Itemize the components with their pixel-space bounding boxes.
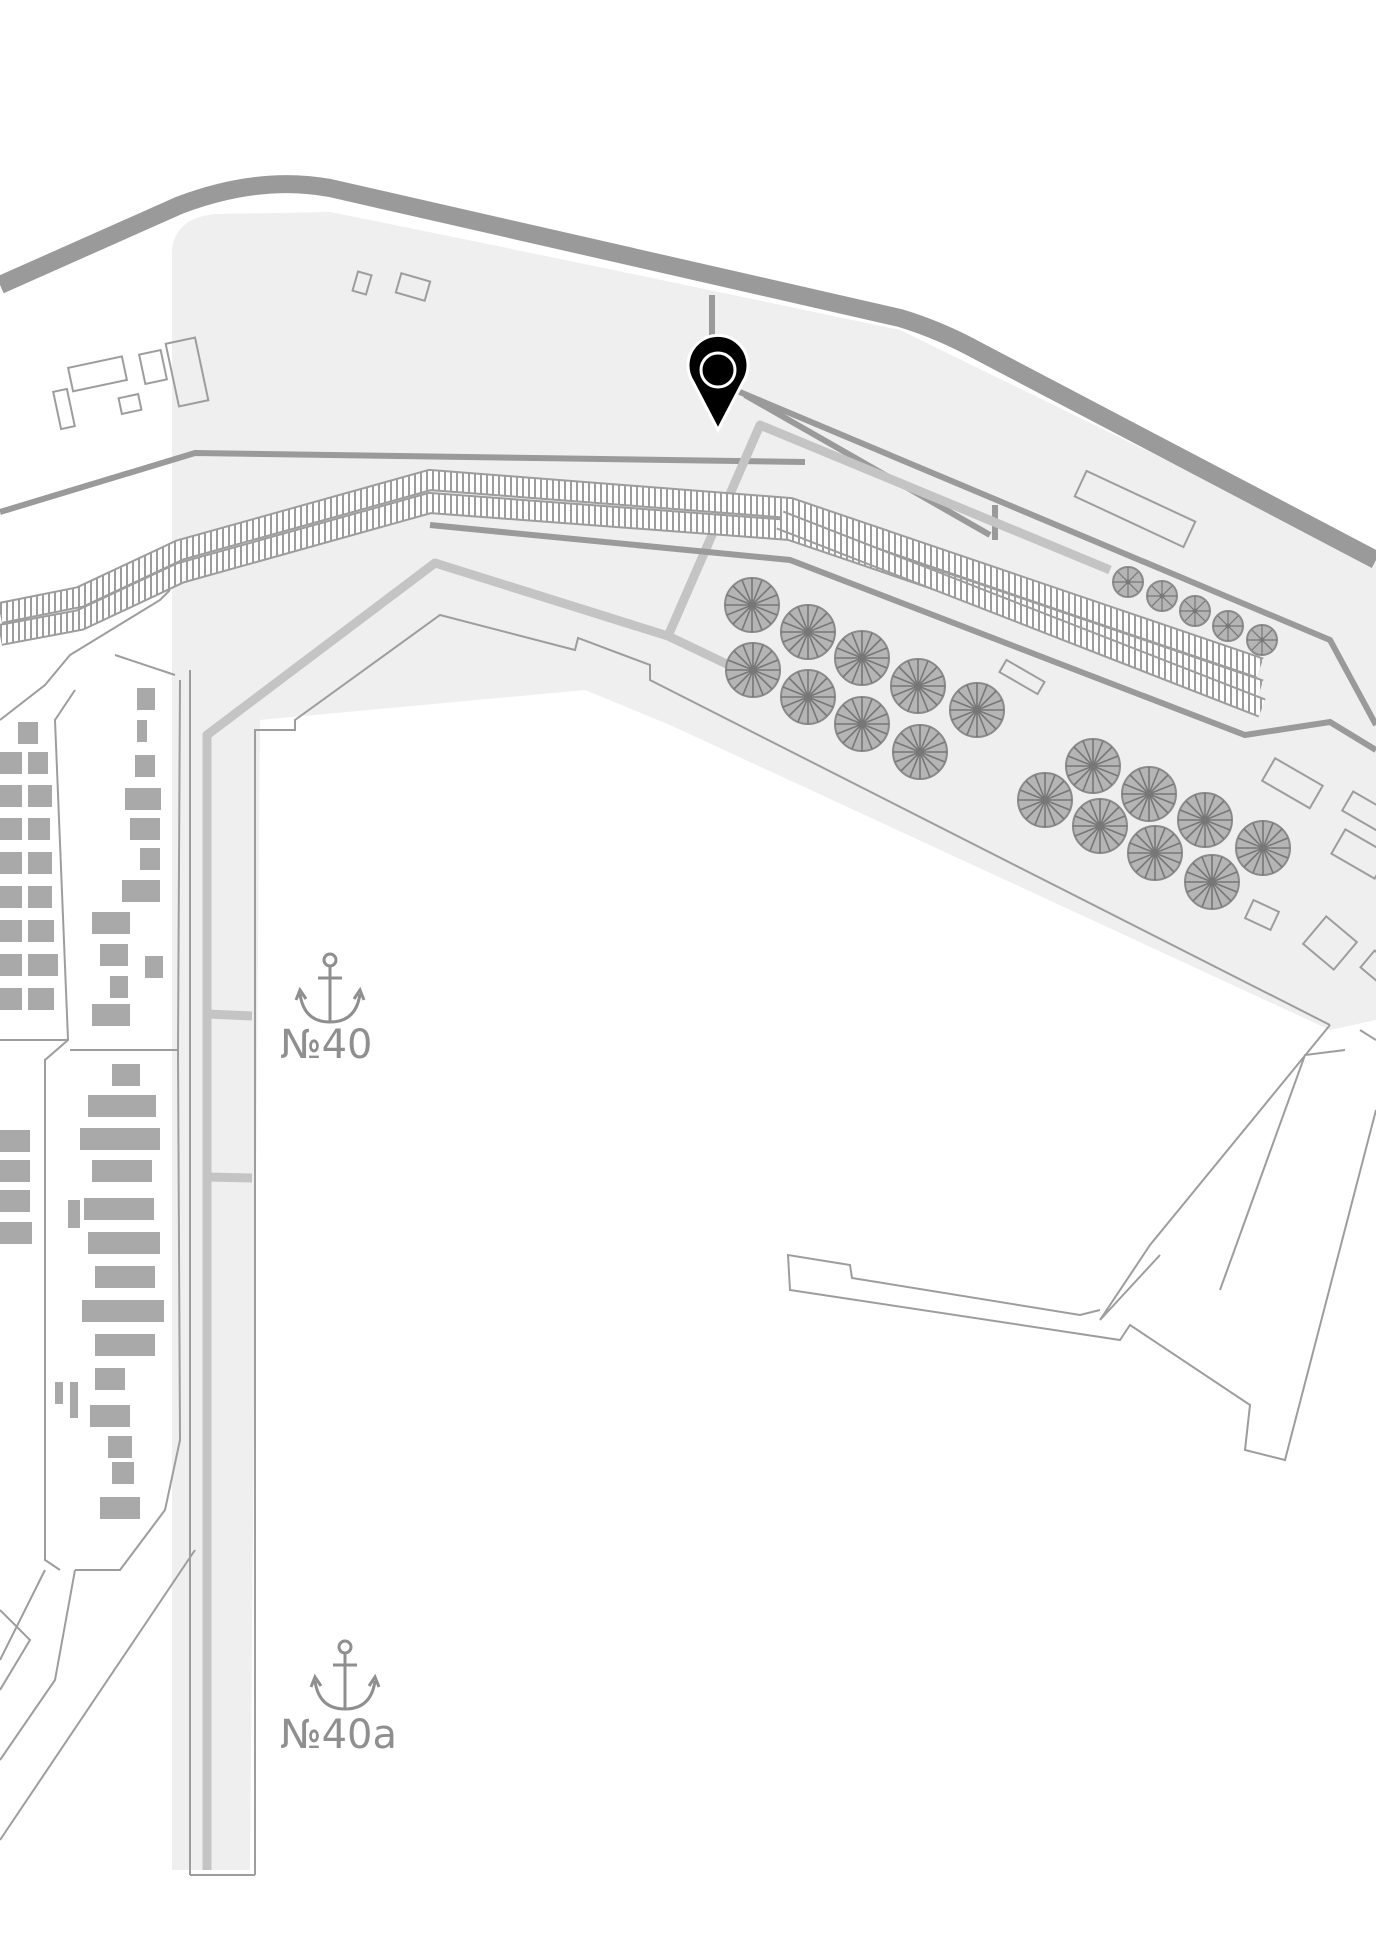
railway-side-road xyxy=(429,522,1376,753)
berth-40a[interactable]: №40a xyxy=(280,1639,397,1758)
railway xyxy=(0,468,1266,718)
berth-outlines xyxy=(189,613,1376,1876)
spur-road-2 xyxy=(206,1172,253,1183)
anchor-icon xyxy=(294,952,366,1024)
warehouse-blocks xyxy=(0,688,164,1519)
access-road-2 xyxy=(666,631,737,673)
berth-label: №40 xyxy=(280,1022,373,1068)
buildings-east xyxy=(998,469,1376,983)
inner-road xyxy=(0,449,806,515)
berth-40[interactable]: №40 xyxy=(280,952,373,1068)
access-road xyxy=(202,420,1112,1870)
berth-label: №40a xyxy=(280,1712,397,1758)
location-pin-icon[interactable] xyxy=(686,333,750,434)
inner-road-east xyxy=(733,387,1376,727)
district-outlines xyxy=(0,589,196,1841)
anchor-icon xyxy=(309,1639,381,1711)
buildings-top-left xyxy=(52,270,432,431)
perimeter-road xyxy=(0,175,1376,568)
spur-road-1 xyxy=(206,1009,253,1021)
